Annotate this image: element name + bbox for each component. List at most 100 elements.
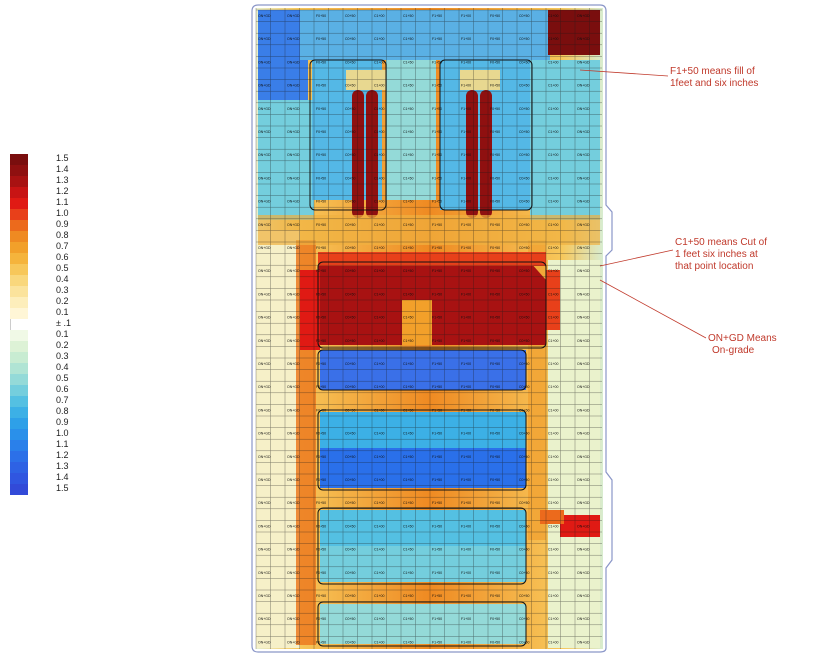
fill-note-line2: 1feet and six inches	[670, 78, 759, 89]
cell-label: ON+GD	[287, 408, 300, 412]
cell-label: C1+00	[374, 316, 384, 320]
cell-label: F0+50	[490, 501, 500, 505]
cell-label: F0+50	[316, 60, 326, 64]
cell-label: F1+00	[461, 316, 471, 320]
legend-mid-label: ± .1	[56, 318, 71, 328]
cell-label: F1+50	[432, 524, 442, 528]
legend-swatch	[10, 385, 28, 396]
cell-label: ON+GD	[287, 362, 300, 366]
cell-label: C0+50	[519, 548, 529, 552]
cell-label: ON+GD	[287, 107, 300, 111]
legend-row-cut: 0.5	[10, 373, 90, 385]
cell-label: F0+50	[316, 200, 326, 204]
cell-label: C0+50	[345, 339, 355, 343]
cell-label: C0+50	[519, 501, 529, 505]
fill-strip	[352, 90, 364, 218]
cell-label: F1+50	[432, 316, 442, 320]
cell-label: C1+00	[374, 640, 384, 644]
legend-row-mid: ± .1	[10, 318, 90, 330]
cell-label: F0+50	[316, 14, 326, 18]
legend-swatch	[10, 165, 28, 176]
cell-label: ON+GD	[258, 339, 271, 343]
legend-swatch	[10, 363, 28, 374]
cell-label: F0+50	[490, 432, 500, 436]
cell-label: F1+00	[461, 200, 471, 204]
cell-label: C1+50	[403, 153, 413, 157]
legend-swatch	[10, 429, 28, 440]
cell-label: ON+GD	[577, 223, 590, 227]
legend-label: 0.6	[56, 252, 69, 262]
cell-label: C0+50	[519, 130, 529, 134]
legend-swatch	[10, 374, 28, 385]
cell-label: F0+50	[490, 594, 500, 598]
cell-label: F0+50	[490, 571, 500, 575]
legend-label: 0.7	[56, 395, 69, 405]
cell-label: F1+50	[432, 594, 442, 598]
cell-label: C1+50	[403, 14, 413, 18]
cell-label: C0+50	[345, 571, 355, 575]
legend-row-cut: 0.7	[10, 395, 90, 407]
cell-label: F0+50	[316, 84, 326, 88]
cell-label: C0+50	[519, 432, 529, 436]
cell-label: C1+00	[374, 14, 384, 18]
cell-label: C0+50	[519, 408, 529, 412]
legend-swatch	[10, 253, 28, 264]
cell-label: C1+00	[374, 385, 384, 389]
cell-label: ON+GD	[287, 339, 300, 343]
legend-swatch	[10, 242, 28, 253]
cell-label: C1+50	[403, 130, 413, 134]
cell-label: ON+GD	[258, 269, 271, 273]
cell-label: C1+00	[548, 153, 558, 157]
cell-label: C1+50	[403, 292, 413, 296]
legend-row-cut: 0.8	[10, 406, 90, 418]
cell-label: F1+00	[461, 153, 471, 157]
cell-label: ON+GD	[287, 455, 300, 459]
fill-note-leader	[579, 69, 669, 77]
cell-label: ON+GD	[577, 269, 590, 273]
legend-swatch	[10, 297, 28, 308]
fill-area-central-left	[300, 270, 320, 350]
legend-row-fill: 0.9	[10, 219, 90, 231]
cell-label: C1+00	[548, 60, 558, 64]
cut-note-line2: 1 feet six inches at	[675, 249, 758, 260]
legend-label: 0.8	[56, 230, 69, 240]
cell-label: ON+GD	[287, 640, 300, 644]
cell-label: ON+GD	[287, 432, 300, 436]
cell-label: C1+50	[403, 594, 413, 598]
legend-label: 0.9	[56, 219, 69, 229]
cell-label: F1+00	[461, 292, 471, 296]
legend-swatch	[10, 341, 28, 352]
cell-label: F1+00	[461, 548, 471, 552]
cell-label: C1+00	[374, 617, 384, 621]
cell-label: C1+00	[548, 176, 558, 180]
cell-label: C1+50	[403, 385, 413, 389]
cell-label: ON+GD	[577, 571, 590, 575]
cell-label: C1+00	[548, 571, 558, 575]
cell-label: C0+50	[519, 60, 529, 64]
cell-label: F0+50	[316, 316, 326, 320]
cell-label: C0+50	[519, 153, 529, 157]
cell-label: F0+50	[316, 246, 326, 250]
cell-label: ON+GD	[577, 385, 590, 389]
cell-label: C1+50	[403, 408, 413, 412]
cell-label: F0+50	[490, 153, 500, 157]
cell-label: ON+GD	[258, 455, 271, 459]
cell-label: F1+50	[432, 571, 442, 575]
cell-label: C1+50	[403, 548, 413, 552]
cell-label: F0+50	[490, 200, 500, 204]
cell-label: F0+50	[316, 37, 326, 41]
lot-outline	[317, 507, 527, 585]
cell-label: C0+50	[519, 571, 529, 575]
cell-label: C1+00	[374, 408, 384, 412]
legend-row-fill: 1.3	[10, 175, 90, 187]
cell-label: F1+50	[432, 640, 442, 644]
legend-label: 0.8	[56, 406, 69, 416]
cell-label: ON+GD	[577, 60, 590, 64]
cell-label: F1+50	[432, 107, 442, 111]
cell-label: C1+00	[374, 223, 384, 227]
cell-label: F1+50	[432, 455, 442, 459]
cut-row-5	[320, 546, 526, 582]
cell-label: C0+50	[519, 594, 529, 598]
cell-label: C1+00	[548, 339, 558, 343]
cell-label: C0+50	[519, 37, 529, 41]
